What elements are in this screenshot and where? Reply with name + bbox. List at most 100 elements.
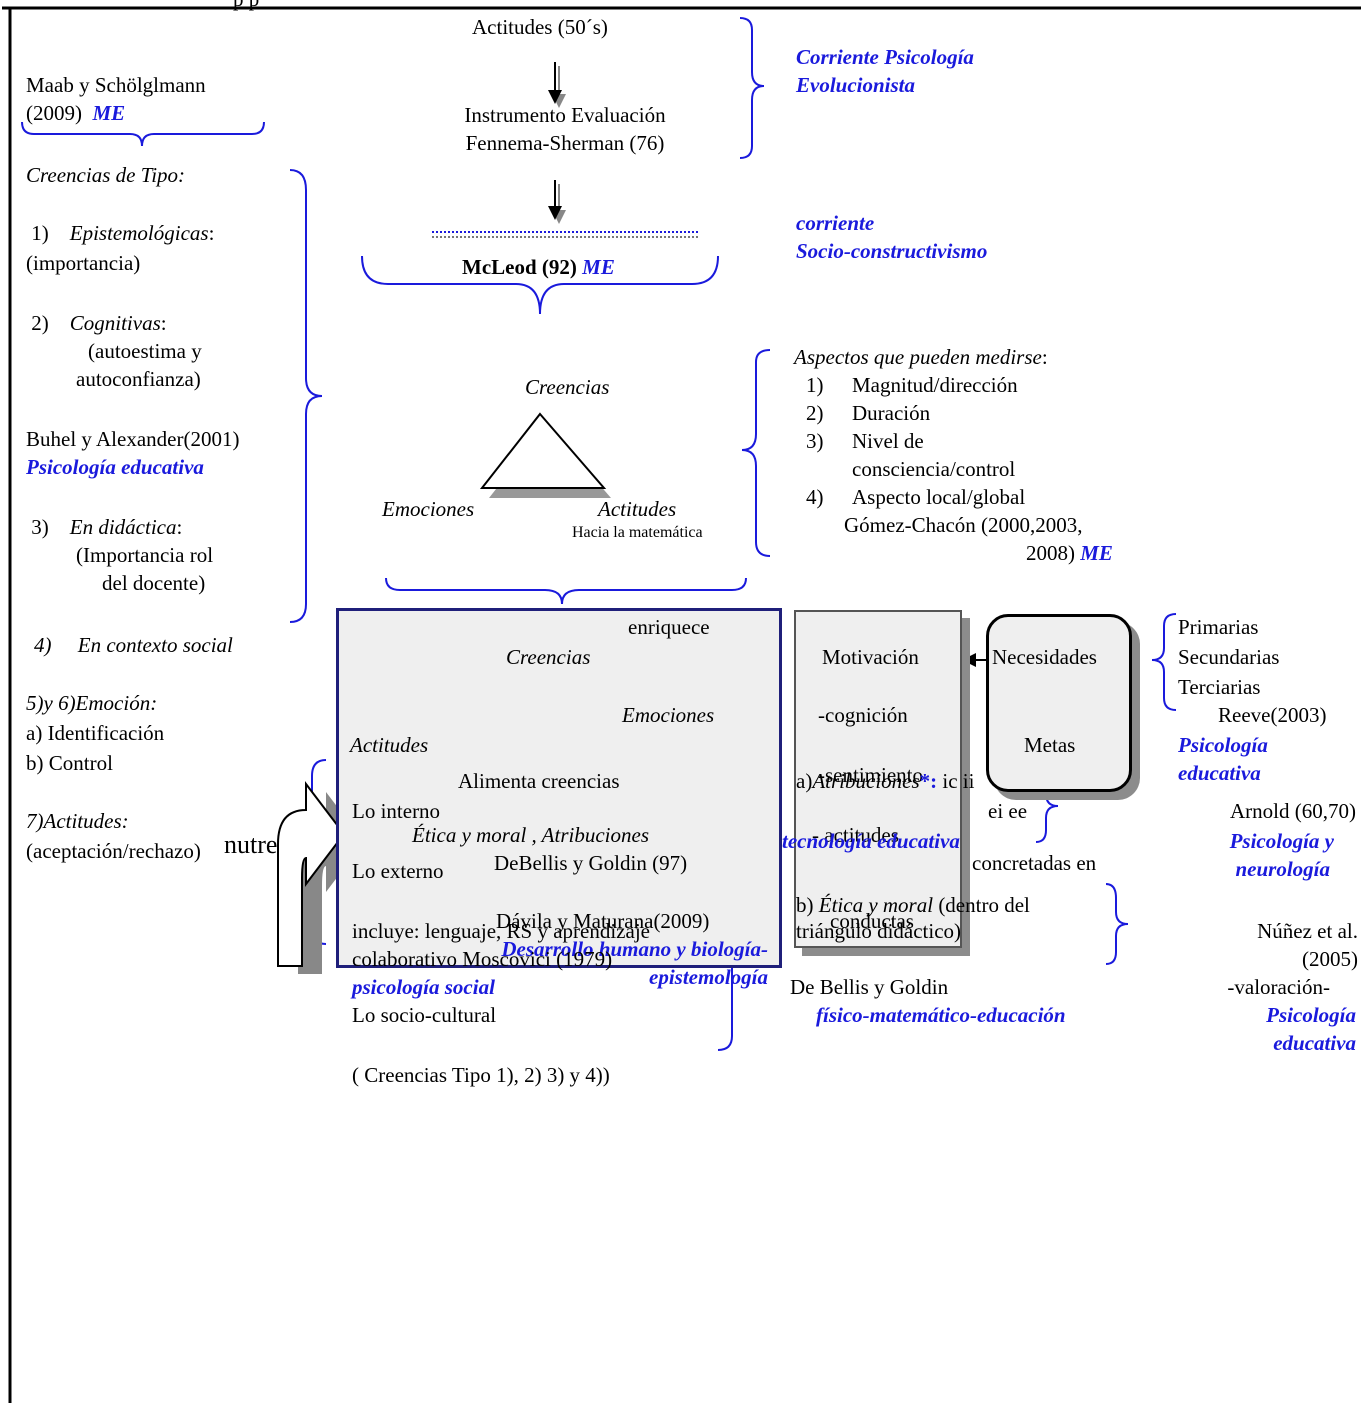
creencias-tipo-note: ( Creencias Tipo 1), 2) 3) y 4)) [352, 1063, 610, 1087]
motivacion-sentimiento: -sentimiento [818, 763, 923, 787]
mcleod-label: McLeod (92) ME [462, 255, 615, 280]
box-emociones: Emociones [622, 703, 715, 727]
needs-terciarias: Terciarias [1178, 675, 1261, 699]
actitudes-desc: (aceptación/rechazo) [26, 839, 201, 863]
aspect-4-num: 4) [806, 485, 824, 509]
emocion-a: a) Identificación [26, 721, 165, 745]
central-box [336, 608, 782, 968]
actitudes-heading: 7)Actitudes: [26, 809, 129, 833]
box-davila: Dávila y Maturana(2009) [496, 909, 710, 933]
creencias-tipo-heading: Creencias de Tipo: [26, 163, 186, 187]
arrow-down-2 [548, 180, 566, 224]
buhel-tag: Psicología educativa [26, 455, 204, 479]
nunez-line2: (2005) [1302, 947, 1358, 971]
tipo3-desc-line1: (Importancia rol [76, 543, 214, 567]
reeve-label: Reeve(2003) [1218, 703, 1327, 727]
tipo2-label: Cognitivas [69, 311, 161, 335]
triangle-actitudes-sub: Hacia la matemática [572, 524, 703, 541]
etica-line2: triángulo didáctico) [796, 919, 962, 943]
box-tag-line1: Desarrollo humano y biología- [501, 937, 768, 961]
box-debellis: DeBellis y Goldin (97) [494, 851, 688, 875]
nutre-label: nutre [224, 830, 278, 859]
needs-tag-line1: Psicología [1178, 733, 1268, 757]
tipo3-label: En didáctica [69, 515, 177, 539]
tipo1-desc: (importancia) [26, 251, 141, 275]
gomez-years: 2008) [1026, 541, 1075, 565]
aspects-title: Aspectos que pueden medirse: [794, 345, 1048, 370]
nunez-line1: Núñez et al. [1257, 919, 1358, 943]
tecnologia-educativa-tag: tecnología educativa [782, 829, 960, 853]
psic-edu-line2: educativa [1273, 1031, 1356, 1055]
arrow-down-1 [548, 62, 566, 108]
atribuciones-prefix: a) [796, 769, 813, 793]
aspect-4-label: Aspecto local/global [852, 485, 1026, 509]
triangle-emociones: Emociones [382, 497, 475, 521]
needs-box [986, 614, 1132, 792]
concretadas-label: concretadas en [972, 851, 1097, 875]
brace-mcleod [361, 255, 719, 315]
etica-prefix: b) [796, 893, 814, 917]
tipo2-num: 2) [31, 311, 49, 335]
etica-rest: (dentro del [938, 893, 1030, 917]
gomez-tag: ME [1080, 541, 1113, 565]
motivacion-cognicion: -cognición [818, 703, 908, 727]
tipo3-line: 3) En didáctica: [26, 515, 183, 540]
emocion-b: b) Control [26, 751, 113, 775]
instrumento-label-line1: Instrumento Evaluación [464, 103, 666, 127]
brace-etica [1105, 883, 1129, 965]
psic-edu-line1: Psicología [1266, 1003, 1356, 1027]
psicologia-social-tag: psicología social [352, 975, 495, 999]
brace-triangle [385, 577, 747, 605]
maab-tag: ME [92, 101, 126, 125]
needs-secundarias: Secundarias [1178, 645, 1280, 669]
motivacion-actitudes: - actitudes [812, 823, 899, 847]
box-actitudes: Actitudes [350, 733, 429, 757]
tipo2-desc-line2: autoconfianza) [76, 367, 201, 391]
corriente-socio-line1: corriente [796, 211, 875, 235]
arnold-label: Arnold (60,70) [1230, 799, 1356, 823]
mcleod-name: McLeod (92) [462, 255, 577, 279]
atribuciones-line: a)Atribuciones*: ic ii [796, 769, 974, 794]
arnold-tag-line1: Psicología y [1229, 829, 1334, 853]
maab-year: (2009) [26, 101, 82, 125]
actitudes-50s-label: Actitudes (50´s) [472, 15, 608, 39]
tipo1-line: 1) Epistemológicas: [26, 221, 214, 246]
aspect-1-num: 1) [806, 373, 824, 397]
etica-label: Ética y moral [818, 893, 934, 917]
aspects-title-text: Aspectos que pueden medirse [794, 345, 1042, 369]
box-creencias: Creencias [506, 645, 591, 669]
metas-label: Metas [1024, 733, 1076, 757]
aspect-2-num: 2) [806, 401, 824, 425]
atribuciones-label: Atribuciones [812, 769, 920, 793]
gomez-line2: 2008) ME [1026, 541, 1113, 566]
motivacion-conductas: conductas [830, 909, 914, 933]
tipo2-colon: : [160, 311, 167, 335]
box-tag-line2: epistemología [649, 965, 768, 989]
needs-tag-line2: educativa [1178, 761, 1261, 785]
tipo3-colon: : [176, 515, 183, 539]
brace-aspects [741, 349, 771, 557]
alimenta-label: Alimenta creencias [458, 769, 620, 793]
buhel-label: Buhel y Alexander(2001) [26, 427, 240, 451]
brace-maab [21, 121, 265, 147]
tipo1-num: 1) [31, 221, 49, 245]
brace-needs [1151, 613, 1177, 711]
maab-line1: Maab y Schölglmann [26, 73, 206, 97]
lo-interno: Lo interno [352, 799, 441, 823]
valoracion-label: -valoración- [1227, 975, 1330, 999]
maab-line2: (2009) ME [26, 101, 126, 126]
motivacion-label: Motivación [822, 645, 919, 669]
gomez-line1: Gómez-Chacón (2000,2003, [844, 513, 1083, 537]
corriente-socio-line2: Socio-constructivismo [796, 239, 988, 263]
brace-creencias-tipo [289, 169, 323, 623]
aspect-3-label: Nivel de [852, 429, 924, 453]
aspect-3-num: 3) [806, 429, 824, 453]
atribuciones-star: *: [919, 769, 938, 793]
tipo1-label: Epistemológicas [69, 221, 209, 245]
header-fragment: p p [233, 0, 259, 12]
arnold-tag-line2: neurología [1235, 857, 1330, 881]
incluye-line1: incluye: lenguaje, RS y aprendizaje [352, 919, 650, 943]
etica-line1: b) Ética y moral (dentro del [796, 893, 1030, 918]
aspects-title-colon: : [1041, 345, 1048, 369]
brace-corriente [739, 17, 765, 159]
